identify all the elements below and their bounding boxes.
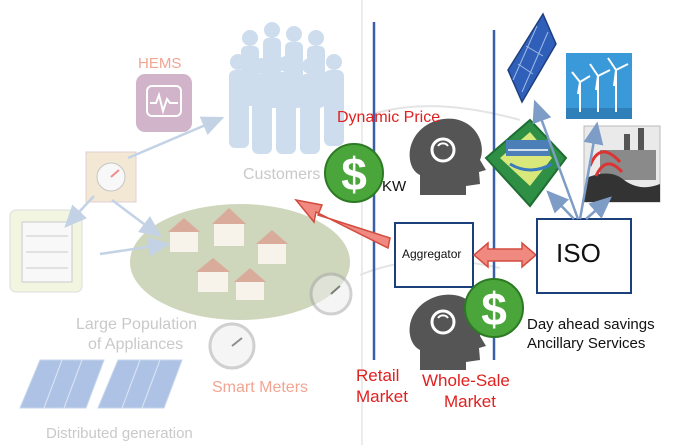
smart-meters-label: Smart Meters xyxy=(212,379,309,396)
left-connection-arrows xyxy=(64,116,225,257)
background-arc-top xyxy=(369,105,521,121)
dynamic-price-label: Dynamic Price xyxy=(337,109,441,126)
smart-meter-icon xyxy=(208,272,353,370)
dollar-icon-top: $ xyxy=(324,143,384,203)
hydro-dam-icon xyxy=(484,118,568,208)
customers-icon xyxy=(229,22,344,154)
appliances-label-line1: Large Population xyxy=(76,316,197,333)
retail-market-label-line2: Market xyxy=(356,387,408,406)
appliances-label-line2: of Appliances xyxy=(88,336,184,353)
kw-label: KW xyxy=(382,178,407,195)
head-gear-icon-top xyxy=(409,118,486,195)
iso-generation-arrows xyxy=(532,99,612,220)
wholesale-market-label-line1: Whole-Sale xyxy=(422,371,510,390)
appliance-icon xyxy=(9,209,83,293)
wholesale-market-label-line2: Market xyxy=(444,392,496,411)
iso-box xyxy=(536,218,632,294)
savings-label-line2: Ancillary Services xyxy=(527,335,646,352)
distributed-generation-label: Distributed generation xyxy=(46,425,193,442)
meter-box-icon xyxy=(85,151,137,203)
dollar-icon-bottom: $ xyxy=(464,278,524,338)
aggregator-label: Aggregator xyxy=(402,247,462,261)
savings-label-line1: Day ahead savings xyxy=(527,316,655,333)
price-signal-arrow-icon xyxy=(294,198,391,250)
svg-text:$: $ xyxy=(341,148,367,200)
retail-market-label-line1: Retail xyxy=(356,366,400,385)
house-cluster-icon xyxy=(130,204,350,320)
hems-icon xyxy=(136,74,192,132)
iso-label: ISO xyxy=(556,238,601,268)
svg-text:$: $ xyxy=(481,283,507,335)
wind-turbine-icon xyxy=(566,53,632,119)
customers-label: Customers xyxy=(243,166,321,183)
aggregator-box xyxy=(394,222,474,288)
aggregator-iso-double-arrow-icon xyxy=(472,241,538,269)
solar-panel-icon xyxy=(507,12,557,104)
hems-label: HEMS xyxy=(138,55,182,72)
distributed-generation-solar-icon xyxy=(19,359,183,409)
